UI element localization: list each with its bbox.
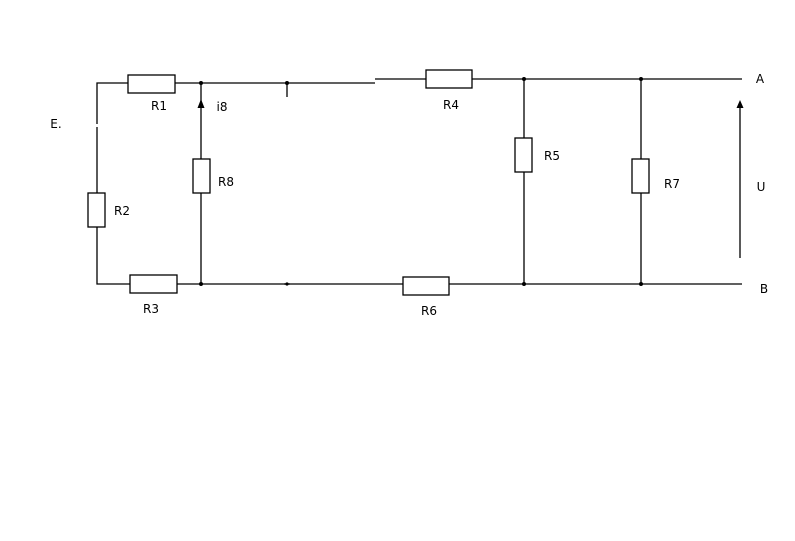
label-r1: R1 [151,99,167,113]
voltage-arrowhead-icon [736,100,744,108]
resistor-r1 [127,74,176,94]
voltage-label: U [756,180,766,194]
node [522,282,526,286]
terminal-a-label: A [755,72,765,86]
label-r2: R2 [114,204,130,218]
node [199,81,203,85]
resistor-r5 [514,137,533,173]
node [522,77,526,81]
label-r7: R7 [664,177,680,191]
current-label: i8 [216,100,228,114]
terminal-b-label: B [759,282,769,296]
node [285,81,289,85]
label-r8: R8 [218,175,234,189]
wire-left-lower [96,227,130,285]
node [639,282,643,286]
node [285,282,289,286]
node [199,282,203,286]
resistor-r8 [192,158,211,194]
resistor-r3 [129,274,178,294]
current-arrow-icon [197,99,205,108]
wire-left-top [96,82,128,124]
resistor-r6 [402,276,450,296]
label-r3: R3 [143,302,159,316]
label-r5: R5 [544,149,560,163]
resistor-r7 [631,158,650,194]
label-r4: R4 [443,98,459,112]
resistor-r4 [425,69,473,89]
resistor-r2 [87,192,106,228]
label-r6: R6 [421,304,437,318]
source-label: E. [50,117,62,131]
node [639,77,643,81]
